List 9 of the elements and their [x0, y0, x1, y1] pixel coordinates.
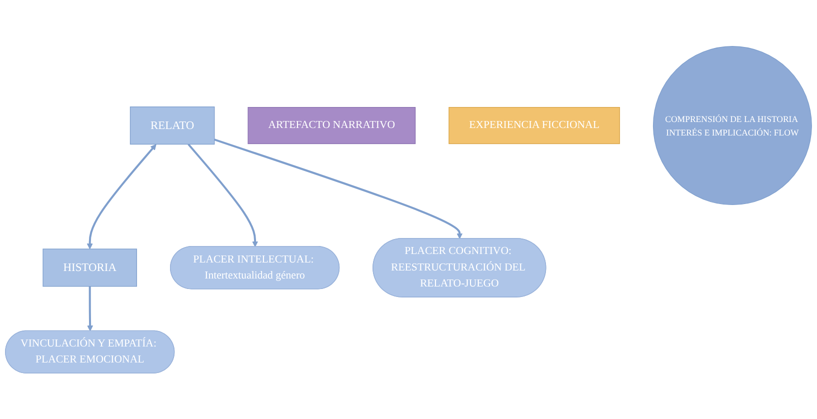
node-circle: COMPRENSIÓN DE LA HISTORIA INTERÉS E IMPLICACIÓN: FLOW	[652, 46, 812, 205]
arrow	[214, 138, 463, 239]
arrow	[188, 143, 258, 247]
node-box: EXPERIENCIA FICCIONAL	[448, 106, 620, 144]
node-box: RELATO	[130, 106, 215, 144]
node-box: HISTORIA	[42, 248, 138, 286]
node-box: ARTEFACTO NARRATIVO	[248, 106, 416, 144]
arrow	[86, 144, 156, 249]
arrow	[87, 286, 94, 332]
